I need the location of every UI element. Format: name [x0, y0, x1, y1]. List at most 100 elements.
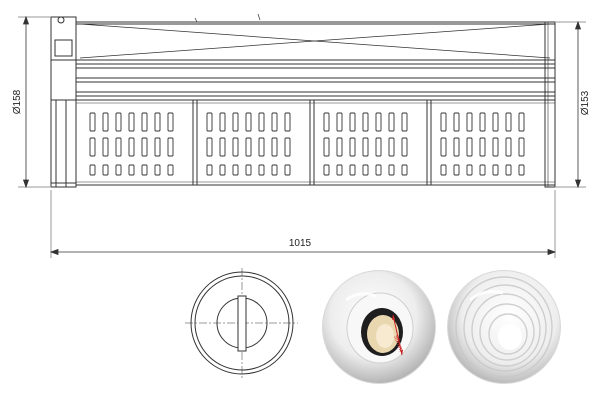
side-view [50, 13, 556, 188]
perforation-slot [102, 137, 109, 157]
perforation-slot [219, 112, 226, 132]
perforation-slot [466, 164, 473, 176]
perforation-slot [102, 164, 109, 176]
perforation-slot [492, 137, 499, 157]
perforation-slot [375, 137, 382, 157]
perforation-slot [336, 164, 343, 176]
seal-ring-icon [57, 16, 65, 24]
perforation-slot [167, 164, 174, 176]
perforation-slot [401, 137, 408, 157]
perforation-slot [362, 112, 369, 132]
perforation-slot [232, 164, 239, 176]
perforation-slot [323, 112, 330, 132]
perforation-slot [336, 137, 343, 157]
end-view [185, 268, 298, 380]
perforation-slot [284, 137, 291, 157]
inner-diameter-marker [392, 314, 403, 356]
inner-diameter-label: 95mm [392, 335, 403, 353]
photo-closed-end [447, 270, 561, 384]
perforation-slot [479, 164, 486, 176]
perforation-slot [128, 164, 135, 176]
perforation-slot [479, 137, 486, 157]
end-view-outer-circle [190, 271, 294, 375]
end-view-handle [237, 295, 247, 352]
perforation-slot [102, 112, 109, 132]
perforation-slot [271, 137, 278, 157]
perforation-slot [115, 164, 122, 176]
perforation-slot [401, 112, 408, 132]
perforation-slot [167, 112, 174, 132]
perforation-slot [128, 112, 135, 132]
perforation-slot [219, 137, 226, 157]
perforation-slot [219, 164, 226, 176]
perforation-slot [258, 164, 265, 176]
perforation-slot [271, 112, 278, 132]
perforation-slot [388, 112, 395, 132]
perforation-slot [440, 164, 447, 176]
perforation-slot [206, 112, 213, 132]
perforation-slot [284, 164, 291, 176]
perforation-slot [518, 137, 525, 157]
dimension-lines [18, 15, 586, 258]
perforation-slot [89, 112, 96, 132]
perforation-slot [453, 137, 460, 157]
perforation-slot [375, 164, 382, 176]
perforation-slot [518, 112, 525, 132]
perforation-slot [362, 164, 369, 176]
perforation-slot [492, 164, 499, 176]
perforation-slot [505, 112, 512, 132]
perforation-slot [453, 164, 460, 176]
perforation-slot [271, 164, 278, 176]
perforation-slot [245, 137, 252, 157]
perforation-slot [323, 164, 330, 176]
perforation-slot [466, 112, 473, 132]
perforation-slot [206, 164, 213, 176]
photo-open-end: 95mm [322, 270, 436, 384]
perforation-slot [453, 112, 460, 132]
perforation-slot [141, 112, 148, 132]
perforation-slot [128, 137, 135, 157]
perforation-slot [375, 112, 382, 132]
perforation-slot [89, 137, 96, 157]
perforation-slot [206, 137, 213, 157]
perforation-slot [492, 112, 499, 132]
right-end-cap [544, 21, 556, 188]
perforation-slot [141, 164, 148, 176]
right-diameter-label: Ø153 [580, 90, 591, 115]
perforation-slot [141, 137, 148, 157]
perforation-slot [115, 112, 122, 132]
perforation-slot [505, 164, 512, 176]
perforation-slot [362, 137, 369, 157]
perforation-slot [115, 137, 122, 157]
perforation-slots [89, 112, 525, 176]
perforation-slot [323, 137, 330, 157]
perforation-slot [284, 112, 291, 132]
perforation-slot [258, 112, 265, 132]
perforation-slot [232, 112, 239, 132]
perforation-slot [154, 164, 161, 176]
perforation-slot [349, 164, 356, 176]
left-diameter-label: Ø158 [12, 89, 23, 114]
perforation-slot [505, 137, 512, 157]
perforation-slot [154, 112, 161, 132]
perforation-slot [388, 164, 395, 176]
perforation-slot [479, 112, 486, 132]
overall-length-label: 1015 [289, 238, 312, 249]
perforation-slot [336, 112, 343, 132]
perforation-slot [245, 112, 252, 132]
perforation-slot [167, 137, 174, 157]
perforation-slot [349, 112, 356, 132]
perforation-slot [518, 164, 525, 176]
perforation-slot [440, 112, 447, 132]
perforation-slot [245, 164, 252, 176]
perforation-slot [232, 137, 239, 157]
perforation-slot [401, 164, 408, 176]
perforation-slot [466, 137, 473, 157]
perforation-slot [258, 137, 265, 157]
perforation-slot [349, 137, 356, 157]
perforation-slot [388, 137, 395, 157]
perforation-slot [154, 137, 161, 157]
perforation-slot [440, 137, 447, 157]
perforation-slot [89, 164, 96, 176]
